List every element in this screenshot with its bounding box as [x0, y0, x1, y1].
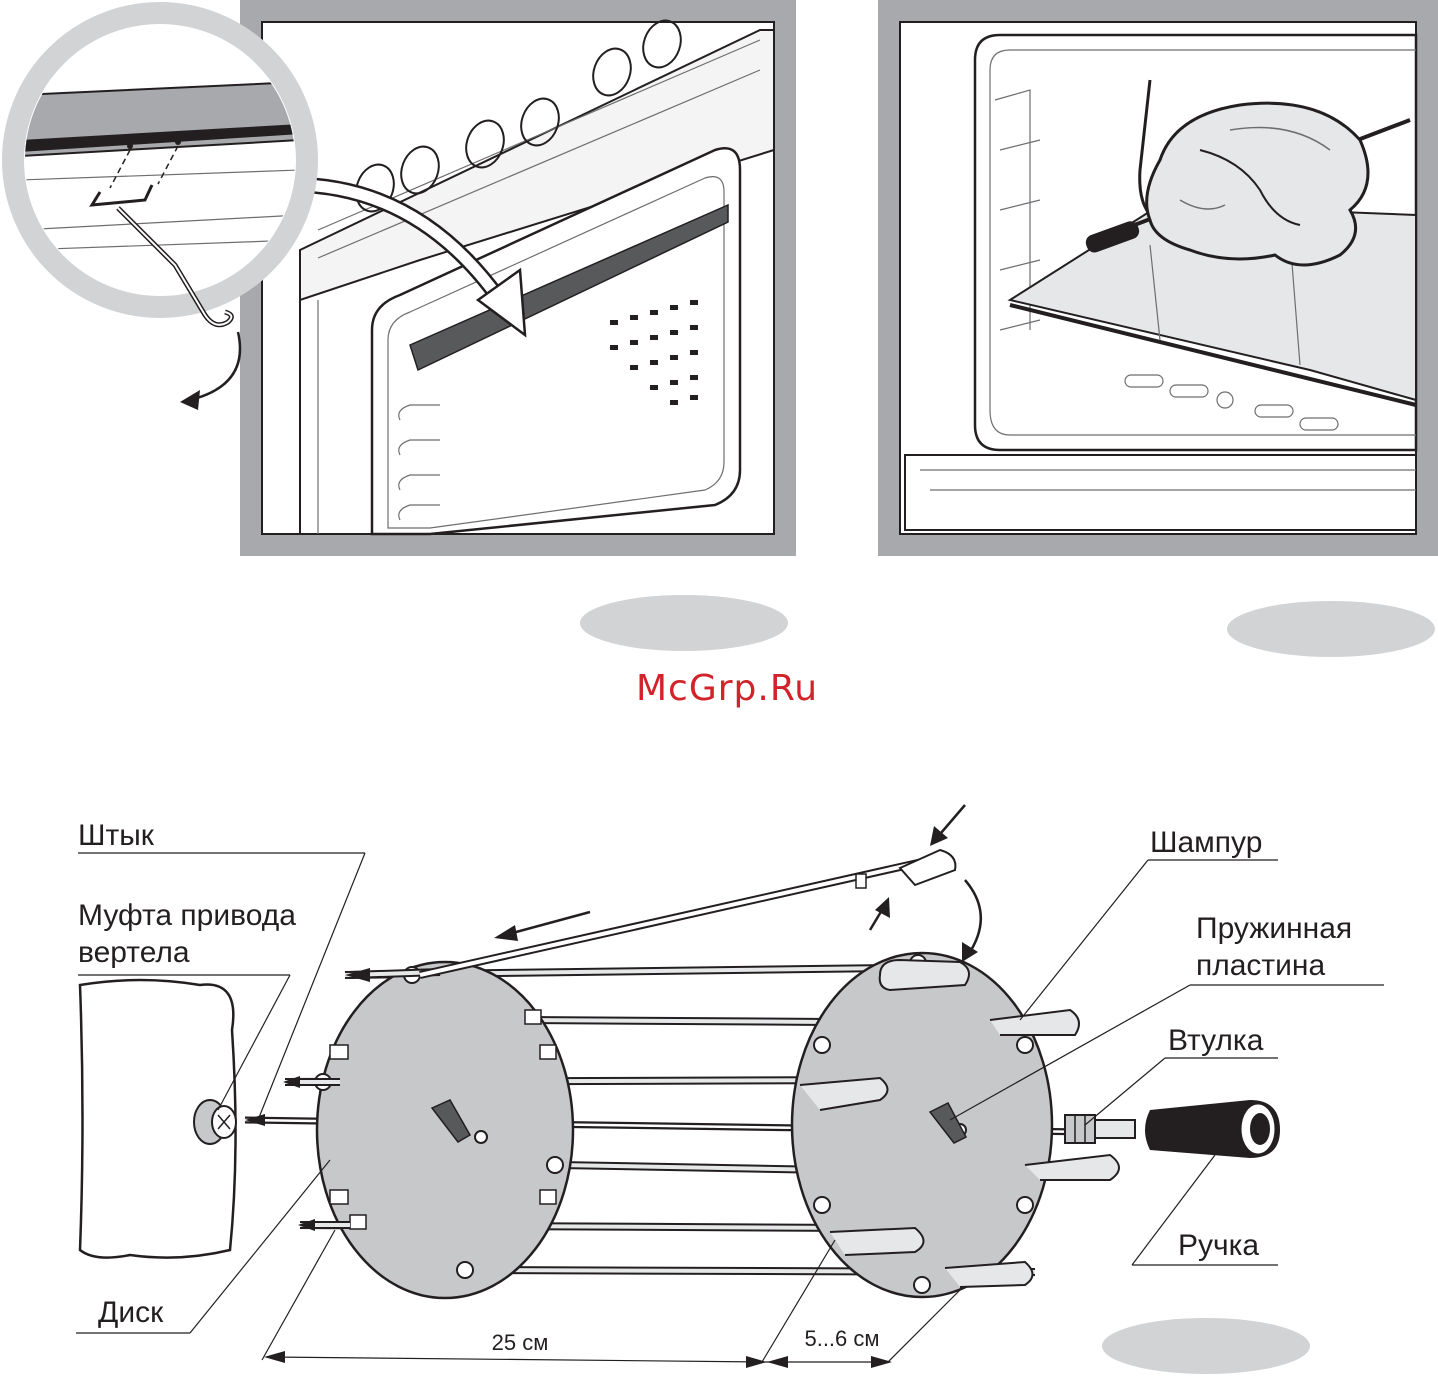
- label-disk: Диск: [98, 1296, 164, 1329]
- straight-arrow-icon: [870, 897, 890, 930]
- label-plastina-line2: пластина: [1196, 949, 1326, 982]
- handle-knob-icon: [1145, 1100, 1280, 1158]
- rotate-arrow-icon: [180, 332, 240, 410]
- panel-hook-mounting: [235, 0, 796, 556]
- label-plastina-line1: Пружинная: [1196, 912, 1352, 945]
- label-mufta-line1: Муфта привода: [78, 899, 296, 932]
- label-shampur: Шампур: [1150, 826, 1262, 859]
- label-shtyk: Штык: [78, 819, 155, 852]
- loose-skewer: [420, 850, 955, 975]
- panel-chicken-in-oven: [878, 0, 1438, 556]
- page-marker-oval: [1227, 601, 1435, 657]
- dimension-arrow-icon: [767, 1356, 788, 1368]
- rotisserie-assembly: Штык Муфта привода вертела Диск Шампур П…: [76, 805, 1384, 1368]
- straight-arrow-icon: [930, 805, 965, 846]
- disk-left: [315, 962, 573, 1298]
- bushing-icon: [1065, 1115, 1135, 1143]
- label-vtulka: Втулка: [1168, 1024, 1264, 1057]
- label-ruchka: Ручка: [1178, 1229, 1259, 1262]
- page-marker-oval: [580, 595, 788, 651]
- dimension-end-length: 5...6 см: [804, 1326, 879, 1351]
- dimension-cage-length: 25 см: [492, 1330, 549, 1355]
- dimension-arrow-icon: [871, 1356, 892, 1368]
- page-marker-oval: [1102, 1318, 1310, 1374]
- label-mufta-line2: вертела: [78, 936, 190, 969]
- dimension-arrow-icon: [264, 1351, 285, 1363]
- watermark: McGrp.Ru: [636, 668, 818, 709]
- curved-arrow-icon: [962, 880, 981, 962]
